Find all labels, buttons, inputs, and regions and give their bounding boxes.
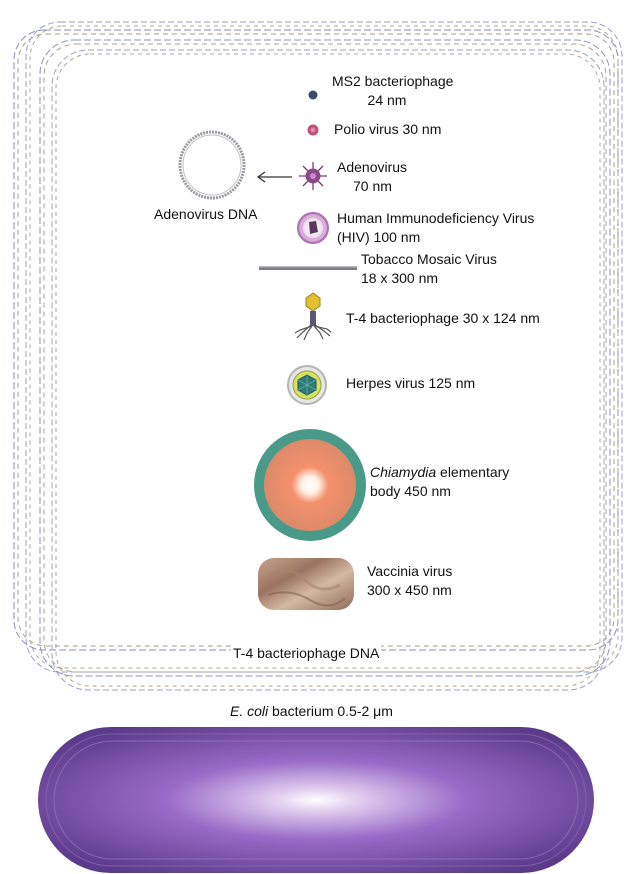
adenovirus-dna-circle-icon (180, 132, 244, 198)
chlamydia-body-icon (254, 429, 366, 541)
adenovirus-label: Adenovirus 70 nm (337, 158, 407, 196)
ms2-particle-icon (309, 91, 318, 100)
t4-phage-icon (295, 293, 331, 340)
chlamydia-label: Chiamydia elementary body 450 nm (370, 463, 509, 501)
arrow-icon (258, 172, 292, 182)
t4-dna-label: T-4 bacteriophage DNA (231, 644, 381, 663)
ecoli-descriptor: bacterium 0.5-2 μm (268, 703, 393, 719)
t4-label: T-4 bacteriophage 30 x 124 nm (346, 309, 540, 328)
hiv-label: Human Immunodeficiency Virus (HIV) 100 n… (337, 209, 534, 247)
chlamydia-genus: Chiamydia (370, 464, 436, 480)
hiv-particle-icon (298, 213, 328, 243)
ms2-size: 24 nm (332, 91, 442, 110)
ecoli-label: E. coli bacterium 0.5-2 μm (230, 702, 393, 721)
chlamydia-label-line2: body 450 nm (370, 482, 509, 501)
ecoli-species: E. coli (230, 703, 268, 719)
ms2-label: MS2 bacteriophage 24 nm (332, 72, 442, 110)
adenovirus-dna-label: Adenovirus DNA (154, 205, 258, 224)
adenovirus-name: Adenovirus (337, 158, 407, 177)
vaccinia-particle-icon (258, 558, 354, 610)
vaccinia-label: Vaccinia virus 300 x 450 nm (367, 562, 452, 600)
polio-particle-icon (308, 125, 319, 136)
adenovirus-size: 70 nm (337, 177, 407, 196)
adenovirus-particle-icon (299, 162, 327, 190)
tmv-size: 18 x 300 nm (361, 269, 497, 288)
polio-label: Polio virus 30 nm (334, 120, 441, 139)
vaccinia-name: Vaccinia virus (367, 562, 452, 581)
hiv-label-line2: (HIV) 100 nm (337, 228, 534, 247)
vaccinia-size: 300 x 450 nm (367, 581, 452, 600)
ms2-name: MS2 bacteriophage (332, 72, 442, 91)
chlamydia-descriptor: elementary (436, 464, 509, 480)
herpes-label: Herpes virus 125 nm (346, 374, 475, 393)
tmv-name: Tobacco Mosaic Virus (361, 250, 497, 269)
tmv-rod-icon (259, 266, 357, 270)
herpes-particle-icon (288, 366, 326, 404)
ecoli-cell-icon (38, 727, 594, 873)
chlamydia-label-line1: Chiamydia elementary (370, 463, 509, 482)
hiv-label-line1: Human Immunodeficiency Virus (337, 209, 534, 228)
tmv-label: Tobacco Mosaic Virus 18 x 300 nm (361, 250, 497, 288)
